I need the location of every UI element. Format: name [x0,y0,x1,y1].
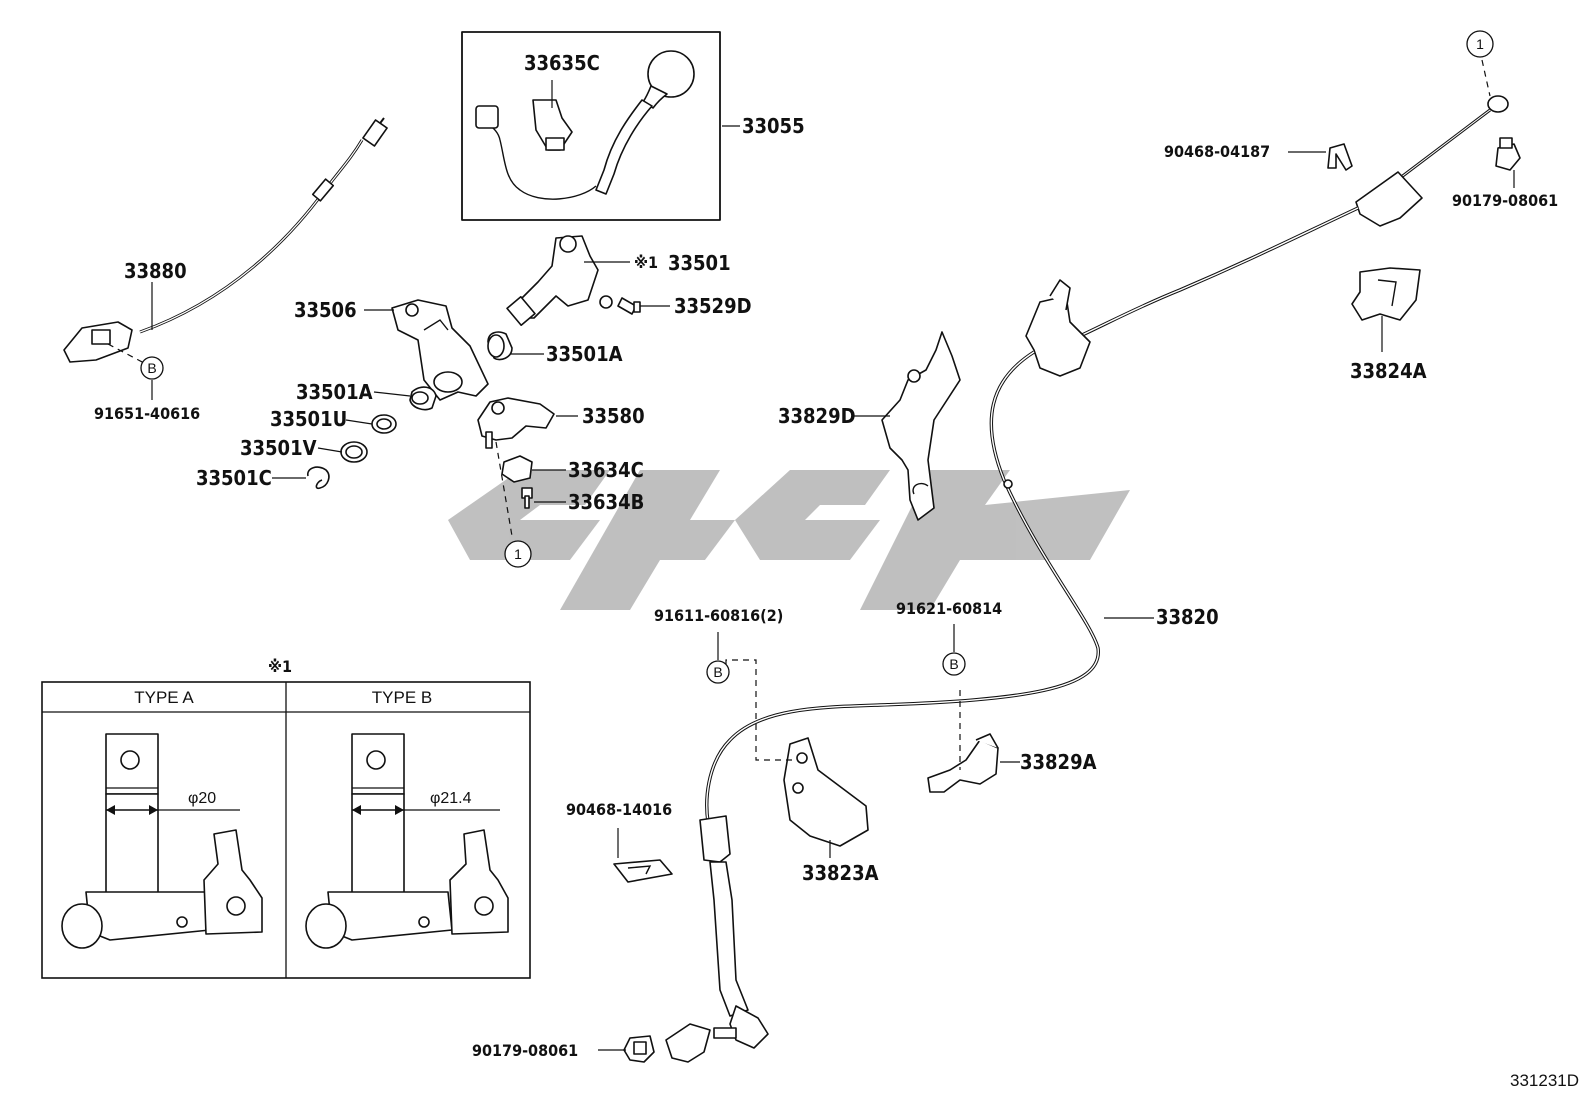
ref-circle-b-right: B [942,652,966,676]
cable-33880 [63,117,388,363]
cable-adjuster [1355,171,1423,227]
label-33501U: 33501U [270,407,347,431]
label-33501A-lower: 33501A [296,380,373,404]
label-91611-60816: 91611-60816(2) [654,606,783,625]
svg-text:B: B [949,656,958,672]
watermark-logo [448,470,1130,610]
label-33055: 33055 [742,114,805,138]
cable-eye-top [1487,95,1509,113]
label-33580: 33580 [582,404,645,428]
clip-90468-14016 [613,859,673,883]
cable-end-rod [709,861,749,1017]
clip-90468-04187 [1327,143,1353,171]
label-33820: 33820 [1156,605,1219,629]
clamp-33829A [927,733,999,793]
screw-33529D [617,297,641,315]
shift-knob [647,50,695,98]
bracket-33824A [1351,267,1421,321]
label-33634C: 33634C [568,458,644,482]
svg-text:1: 1 [1476,36,1484,52]
label-91651-40616: 91651-40616 [94,404,200,423]
type-b-diameter: φ21.4 [430,790,472,807]
end-retainer [665,1023,711,1063]
shift-knob-box [461,31,721,221]
cable-clamp-mid [1025,295,1091,377]
reference-dashes [107,59,1491,770]
label-91621-60814: 91621-60814 [896,599,1002,618]
ref-circle-b-mid: B [706,660,730,684]
label-33829A: 33829A [1020,750,1097,774]
wire-connector [475,105,499,129]
lever-33501 [506,235,613,327]
bracket-33829D [881,331,961,521]
label-33506: 33506 [294,298,357,322]
label-90468-14016: 90468-14016 [566,800,672,819]
nut-90179-top [1495,137,1521,171]
cable-33820 [699,95,1509,1049]
label-33880: 33880 [124,259,187,283]
nut-90179-bottom [623,1035,655,1063]
type-a-diameter: φ20 [188,790,216,807]
switch-wire [485,121,597,200]
type-a-lever: φ20 [61,733,263,949]
label-33829D: 33829D [778,404,856,428]
ref-circle-b-left: B [140,356,164,380]
inset-type-comparison: ※1 TYPE A TYPE B φ20 [41,657,531,979]
label-33635C: 33635C [524,51,600,75]
note-mark-33501: ※1 [634,253,658,272]
leader-lines [151,80,1515,1051]
bushing-33501A-lower [409,386,437,411]
inset-type-a-label: TYPE A [134,688,194,707]
svg-text:B: B [147,360,156,376]
inset-note-mark: ※1 [268,657,292,676]
cable-end-fitting [699,815,731,863]
label-33501A-upper: 33501A [546,342,623,366]
bushing-33501A-upper [487,331,513,361]
label-90468-04187: 90468-04187 [1164,142,1270,161]
bracket-33506 [391,299,489,401]
clip-33501C [307,466,330,490]
svg-text:B: B [713,664,722,680]
label-33529D: 33529D [674,294,752,318]
svg-text:1: 1 [514,546,522,562]
type-b-lever: φ21.4 [305,733,509,949]
label-33501C: 33501C [196,466,272,490]
label-33501V: 33501V [240,436,317,460]
part-33634C [501,455,533,483]
inset-type-b-label: TYPE B [372,688,432,707]
label-33501: 33501 [668,251,731,275]
ref-circle-1-mid: 1 [504,540,532,568]
plate-33580 [477,397,555,449]
part-labels: 33880 33635C 33055 ※1 33501 33529D 33506… [94,51,1558,1060]
label-90179-08061-top: 90179-08061 [1452,191,1558,210]
label-33823A: 33823A [802,861,879,885]
bolt-33634B [521,487,533,509]
ref-circle-1-top: 1 [1466,30,1494,58]
bracket-33823A [783,737,869,847]
label-90179-08061-bottom: 90179-08061 [472,1041,578,1060]
label-33824A: 33824A [1350,359,1427,383]
label-33634B: 33634B [568,490,644,514]
shift-lever [595,99,653,195]
diagram-code: 331231D [1510,1071,1579,1090]
